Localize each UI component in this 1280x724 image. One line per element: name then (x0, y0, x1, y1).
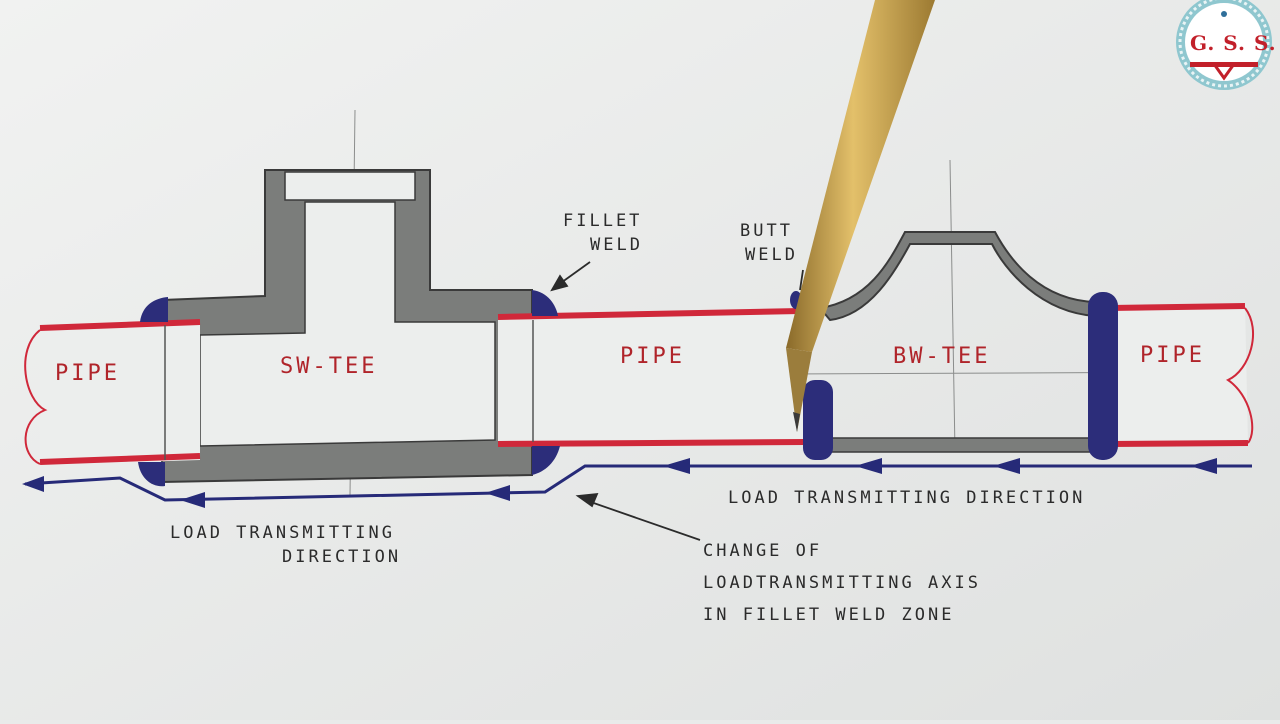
load-arrow-line (24, 464, 1252, 502)
label-butt-weld-1: BUTT (740, 221, 793, 241)
label-fillet-weld-1: FILLET (563, 211, 642, 231)
label-load-dir-right: LOAD TRANSMITTING DIRECTION (728, 488, 1085, 508)
pointer-arrows (550, 261, 804, 541)
pipe-left (24, 319, 201, 465)
label-change-axis-1: CHANGE OF (703, 541, 822, 561)
label-load-dir-left-2: DIRECTION (282, 547, 401, 567)
label-fillet-weld-2: WELD (590, 235, 643, 255)
pipe-right (1109, 303, 1254, 447)
gss-logo-text: G. S. S. (1190, 31, 1277, 55)
label-pipe-right: PIPE (1140, 343, 1205, 368)
sw-tee-fitting (161, 169, 533, 484)
fillet-welds (138, 290, 560, 487)
label-sw-tee: SW-TEE (280, 354, 377, 379)
label-butt-weld-2: WELD (745, 245, 798, 265)
label-pipe-middle: PIPE (620, 344, 685, 369)
label-pipe-left: PIPE (55, 361, 120, 386)
label-load-dir-left-1: LOAD TRANSMITTING (170, 523, 395, 543)
label-change-axis-2: LOADTRANSMITTING AXIS (703, 573, 981, 593)
label-change-axis-3: IN FILLET WELD ZONE (703, 605, 954, 625)
load-arrowheads (22, 458, 1217, 508)
label-bw-tee: BW-TEE (893, 344, 990, 369)
butt-welds (790, 291, 1118, 460)
pipe-middle (497, 308, 806, 447)
gss-logo-icon: G. S. S. (1176, 0, 1277, 90)
pencil-pointer (786, 0, 935, 432)
